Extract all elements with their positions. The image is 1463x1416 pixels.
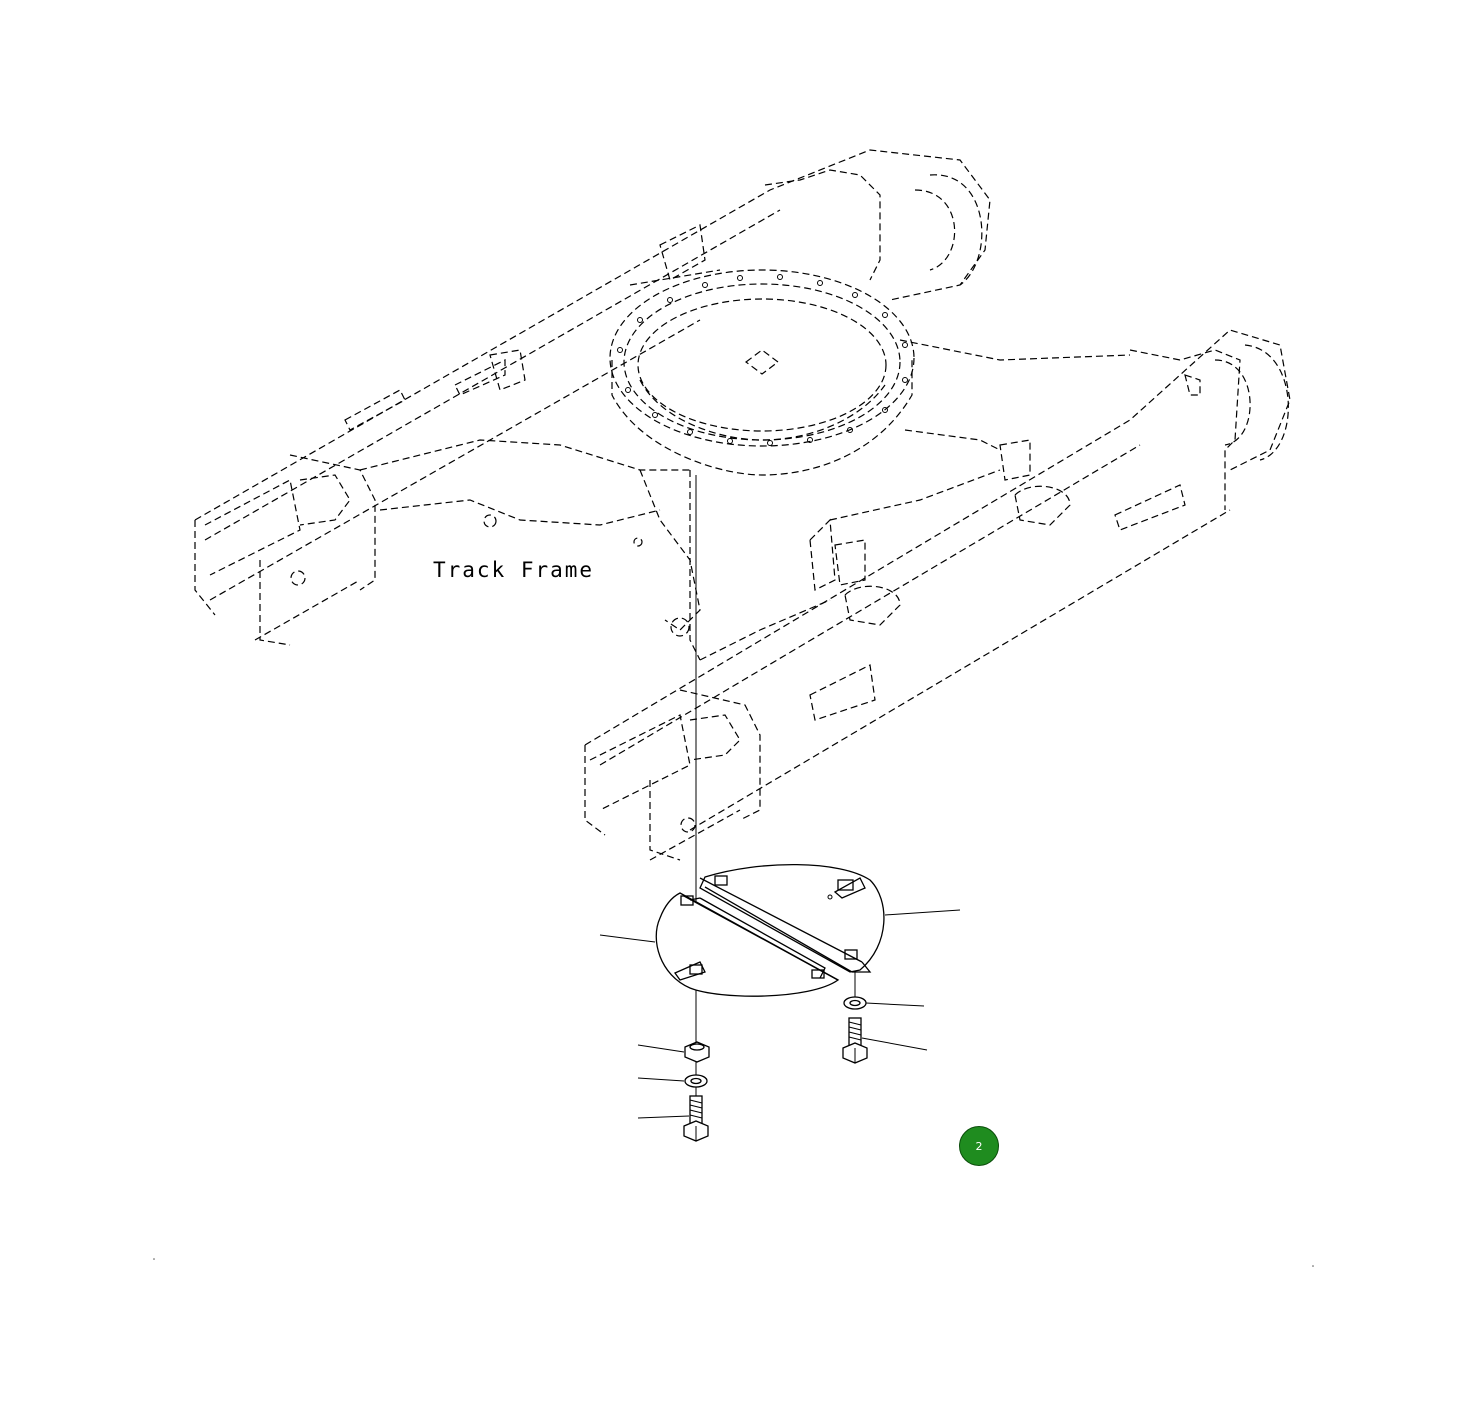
- callout-badge[interactable]: 2: [959, 1126, 999, 1166]
- speck: [1312, 1265, 1314, 1267]
- swing-circle-bolt-holes: [617, 274, 908, 446]
- callout-badge-number: 2: [975, 1139, 983, 1153]
- track-frame-drawing: [194, 149, 1291, 861]
- leader-lines: [599, 909, 961, 1119]
- hardware: [683, 996, 868, 1142]
- track-frame-label: Track Frame: [433, 558, 595, 582]
- cover-plates: [655, 863, 885, 997]
- speck: [153, 1258, 155, 1260]
